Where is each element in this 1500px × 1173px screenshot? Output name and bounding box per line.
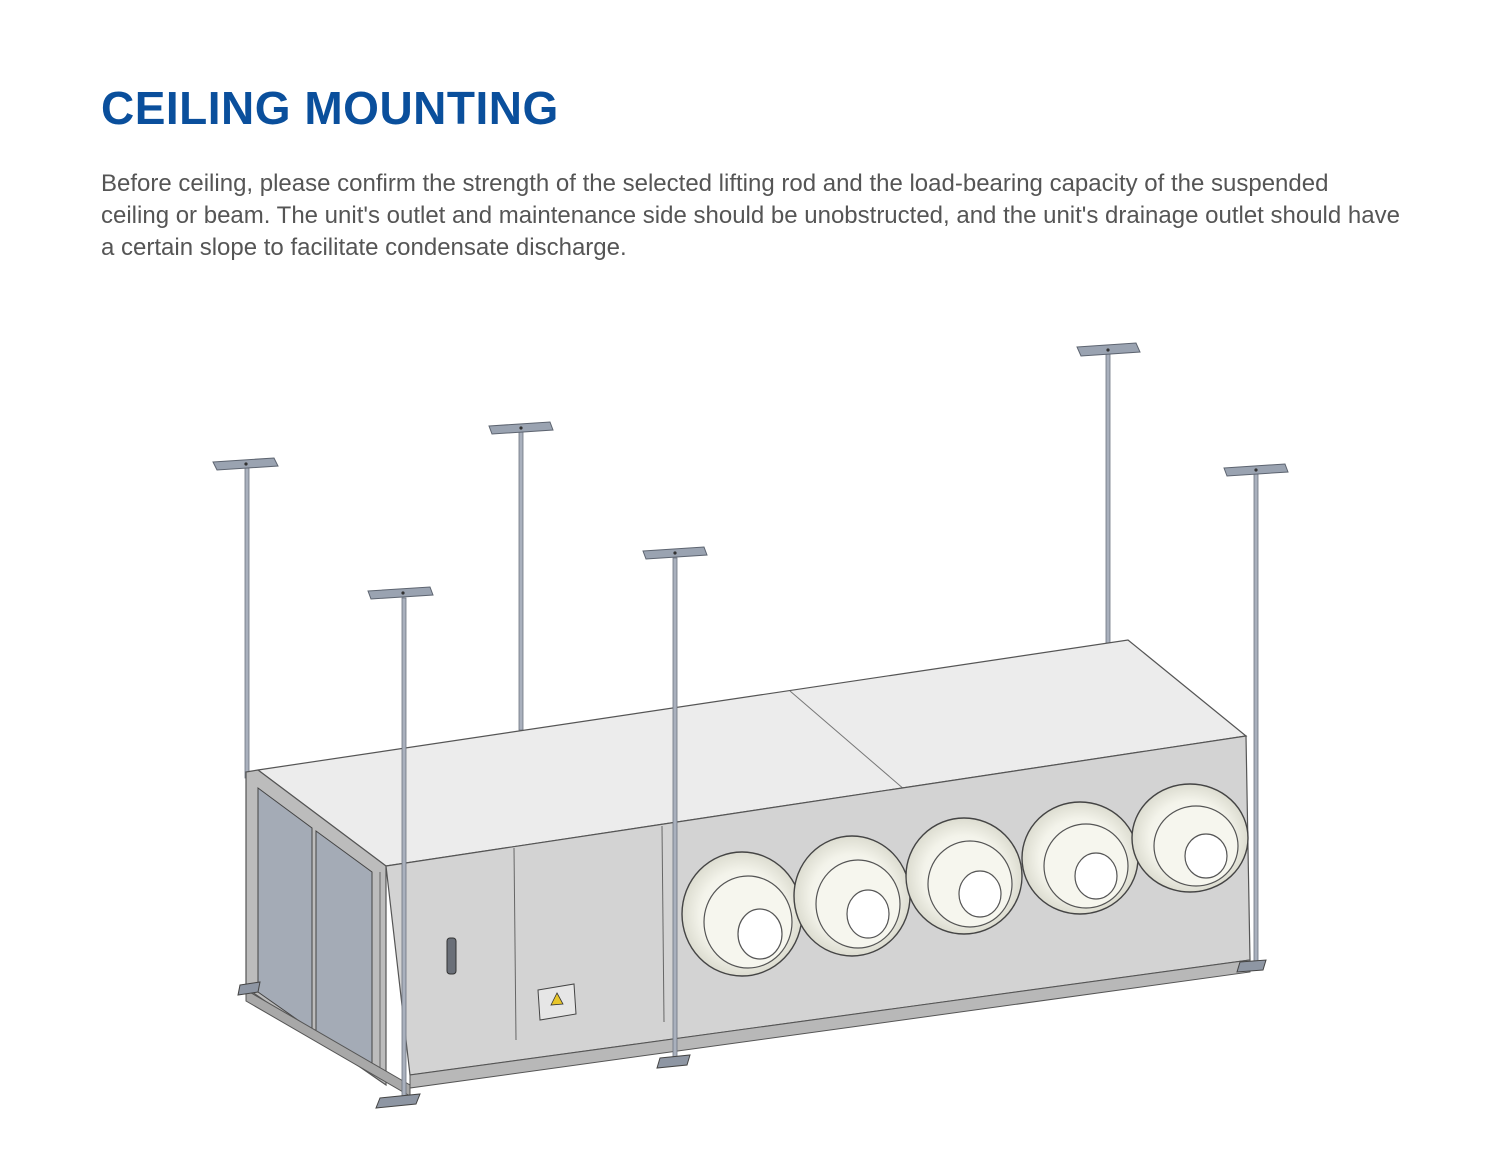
rod-front-middle — [672, 557, 678, 1064]
front-mount-plates — [367, 463, 1289, 600]
plate-front-left — [367, 586, 434, 600]
filter-panel-2 — [315, 830, 373, 1071]
air-outlets — [681, 783, 1249, 977]
rod-back-left — [244, 467, 250, 779]
back-mount-plates — [212, 342, 1141, 471]
rod-front-left — [401, 597, 407, 1099]
intro-paragraph: Before ceiling, please confirm the stren… — [101, 170, 1400, 261]
electrical-box-icon — [537, 983, 577, 1021]
air-outlet-3 — [905, 817, 1023, 935]
air-outlet-5 — [1131, 783, 1249, 893]
air-outlet-1 — [681, 851, 803, 977]
air-outlet-2 — [793, 835, 911, 957]
unit-base-frame — [409, 959, 1251, 1089]
filter-panel-1 — [257, 787, 313, 1031]
mounting-brackets — [237, 959, 1267, 1109]
rod-back-right — [1105, 351, 1111, 645]
rod-front-right — [1253, 473, 1259, 967]
warning-icon — [550, 992, 564, 1006]
page-title: CEILING MOUNTING — [101, 82, 559, 134]
rod-back-middle — [518, 431, 524, 731]
door-handle-icon — [446, 937, 457, 975]
air-outlet-4 — [1021, 801, 1139, 915]
